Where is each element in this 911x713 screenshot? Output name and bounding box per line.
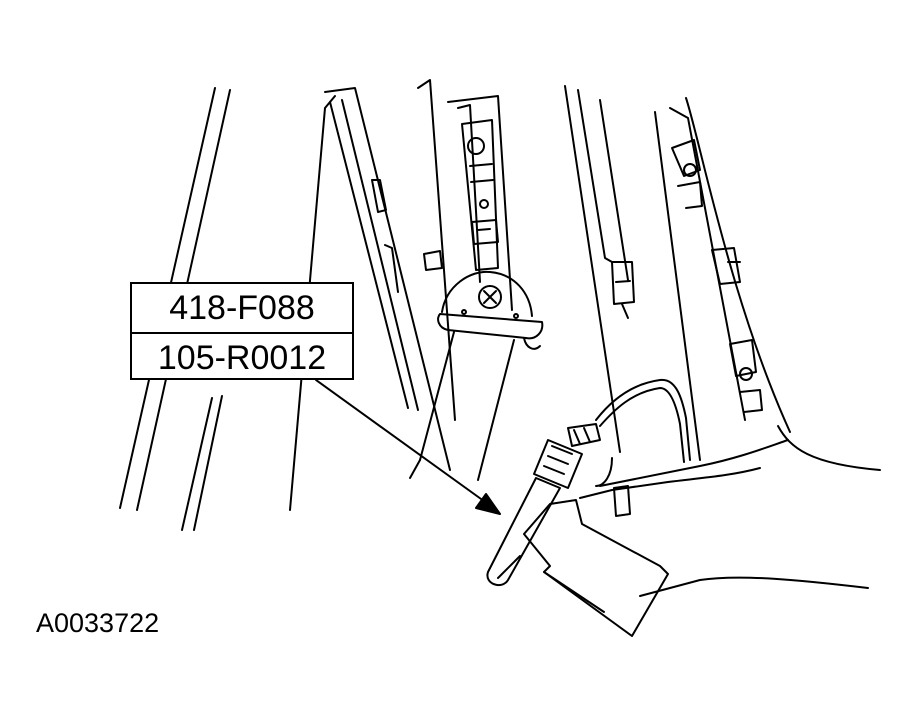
- inner-pillar-wiring: [564, 85, 635, 487]
- airbag-connector: [567, 378, 691, 463]
- tool-number-label: 418-F088: [132, 284, 352, 334]
- belt-height-adjuster: [417, 79, 513, 421]
- figure-id-label: A0033722: [36, 608, 160, 638]
- rear-pillar-trim: [654, 97, 791, 461]
- special-tool-probe: [486, 439, 669, 637]
- adapter-number-label: 105-R0012: [157, 339, 327, 377]
- d-ring-anchor: [437, 270, 544, 350]
- seat-shell: [579, 425, 881, 597]
- seatbelt-webbing: [409, 331, 515, 481]
- tool-callout-box: 418-F088 105-R0012: [130, 282, 354, 380]
- callout-leader-arrow: [315, 379, 501, 515]
